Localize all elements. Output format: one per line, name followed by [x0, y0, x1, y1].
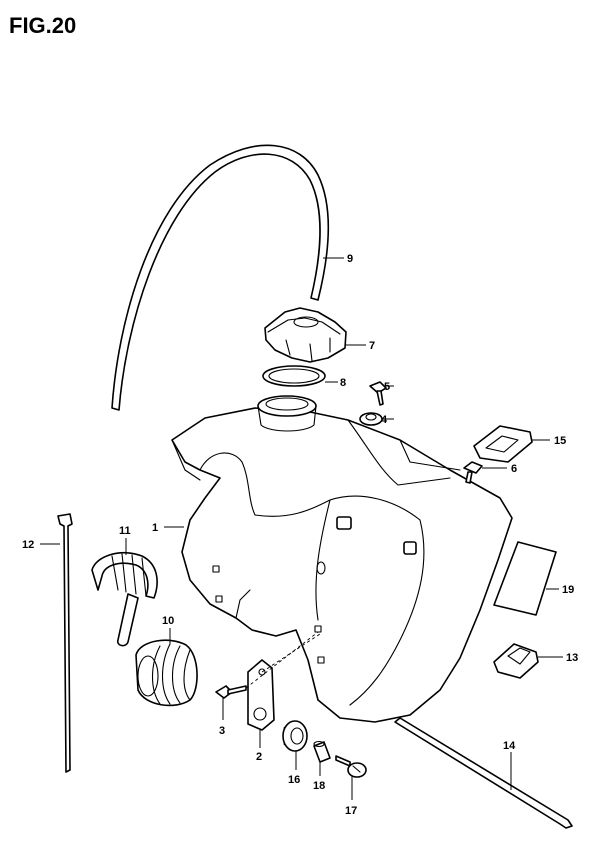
part-bolt-17[interactable] [335, 755, 367, 778]
callout-15: 15 [554, 435, 566, 447]
part-breather-hose[interactable] [111, 144, 330, 411]
callout-9: 9 [347, 253, 353, 265]
part-fuel-cap[interactable] [264, 307, 347, 363]
callout-14: 14 [503, 740, 516, 752]
callout-18: 18 [313, 780, 325, 792]
part-cable-tie-12[interactable] [57, 513, 73, 773]
callout-19: 19 [562, 584, 574, 596]
callout-4: 4 [381, 414, 388, 426]
part-washer-4[interactable] [359, 412, 383, 426]
part-screw-6[interactable] [463, 461, 483, 484]
part-bracket-2[interactable] [247, 659, 275, 731]
figure-title: FIG.20 [9, 13, 77, 38]
part-pad-19[interactable] [493, 541, 557, 616]
callout-labels: 1 2 3 4 5 6 7 8 9 10 11 12 13 14 15 16 1… [22, 253, 578, 817]
callout-2: 2 [256, 751, 262, 763]
callout-12: 12 [22, 539, 34, 551]
callout-11: 11 [119, 525, 131, 537]
callout-13: 13 [566, 652, 578, 664]
part-bolt-5[interactable] [369, 381, 387, 406]
callout-17: 17 [345, 805, 357, 817]
part-spring-11[interactable] [91, 552, 158, 647]
leader-lines [40, 257, 563, 800]
callout-16: 16 [288, 774, 300, 786]
callout-3: 3 [219, 725, 225, 737]
part-clamp-15[interactable] [473, 425, 533, 463]
part-grommet-16[interactable] [282, 720, 308, 752]
part-collar-18[interactable] [313, 740, 331, 763]
part-cushion-13[interactable] [493, 643, 539, 679]
callout-1: 1 [152, 522, 158, 534]
callout-10: 10 [162, 615, 174, 627]
callout-7: 7 [369, 340, 375, 352]
part-bolt-3[interactable] [215, 685, 247, 699]
part-boot-10[interactable] [135, 639, 198, 707]
part-cable-tie-14[interactable] [394, 717, 573, 829]
part-fuel-tank[interactable] [171, 395, 513, 723]
callout-8: 8 [340, 377, 346, 389]
callout-5: 5 [384, 381, 390, 393]
part-cap-gasket[interactable] [262, 365, 326, 387]
callout-6: 6 [511, 463, 517, 475]
